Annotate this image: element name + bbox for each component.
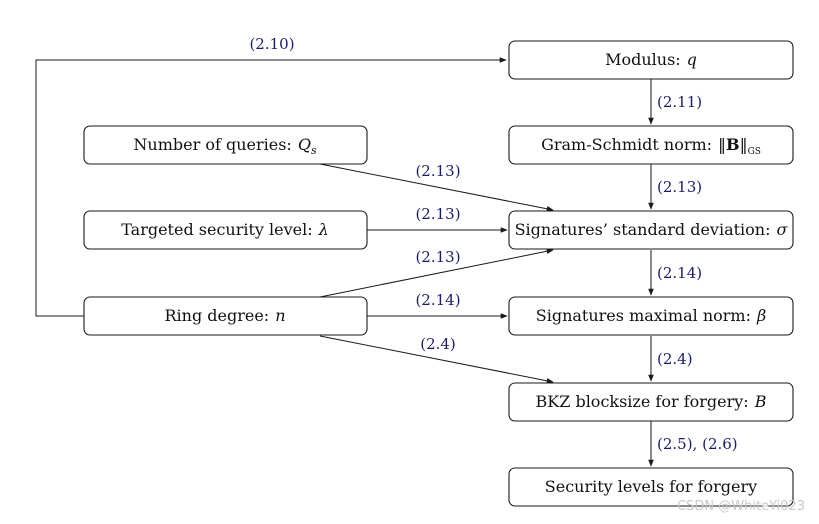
node-signatures-std-label: Signatures’ standard deviation: [515, 220, 771, 239]
node-gram-schmidt-norm-open: ‖ [718, 135, 726, 154]
edges [35, 57, 654, 467]
node-queries-var: Q [298, 135, 311, 154]
node-queries-label: Number of queries: [133, 135, 291, 154]
node-bkz-text: BKZ blocksize for forgery: B [536, 392, 767, 411]
edge-ring-to-modulus [35, 57, 507, 317]
node-queries-sub: s [311, 144, 317, 157]
edge-queries-to-std [319, 163, 554, 212]
node-bkz-label: BKZ blocksize for forgery: [536, 392, 749, 411]
node-targeted-text: Targeted security level: λ [121, 220, 329, 239]
node-targeted-label: Targeted security level: [121, 220, 312, 239]
node-signatures-max-box [508, 296, 794, 336]
node-bkz-var: B [754, 392, 767, 411]
node-modulus-label: Modulus: [605, 50, 681, 69]
node-targeted-box [83, 210, 368, 250]
node-signatures-max-label: Signatures maximal norm: [536, 306, 751, 325]
node-modulus-var: q [687, 50, 697, 69]
edge-label-ring-to-modulus: (2.10) [249, 35, 294, 53]
node-signatures-max-text: Signatures maximal norm: β [536, 306, 766, 325]
edge-labels: (2.10) (2.11) (2.13) (2.13) (2.13) (2.13… [249, 35, 737, 453]
edge-label-modulus-to-gram-schmidt: (2.11) [657, 93, 702, 111]
node-signatures-std: Signatures’ standard deviation: σ [508, 210, 794, 250]
node-modulus: Modulus: q [508, 40, 794, 80]
node-queries: Number of queries: Qs [83, 125, 368, 165]
node-signatures-std-text: Signatures’ standard deviation: σ [515, 220, 789, 239]
edge-label-max-norm-to-bkz: (2.4) [657, 350, 693, 368]
edge-label-ring-to-std: (2.13) [415, 248, 460, 266]
node-security-box [508, 467, 794, 507]
node-gram-schmidt-norm-close: ‖ [740, 135, 748, 154]
node-gram-schmidt: Gram-Schmidt norm:‖B‖GS [508, 125, 794, 165]
node-security-label: Security levels for forgery [545, 477, 757, 496]
edge-label-queries-to-std: (2.13) [415, 162, 460, 180]
edge-ring-to-bkz [319, 335, 554, 384]
node-targeted-var: λ [318, 220, 329, 239]
node-queries-text: Number of queries: Qs [133, 135, 317, 157]
node-ring: Ring degree: n [83, 296, 368, 336]
edge-label-ring-to-max-norm: (2.14) [415, 291, 460, 309]
node-bkz: BKZ blocksize for forgery: B [508, 382, 794, 422]
node-gram-schmidt-box [508, 125, 794, 165]
node-signatures-max: Signatures maximal norm: β [508, 296, 794, 336]
node-signatures-max-var: β [756, 306, 766, 325]
node-gram-schmidt-label: Gram-Schmidt norm: [541, 135, 712, 154]
node-bkz-box [508, 382, 794, 422]
node-signatures-std-box [508, 210, 794, 250]
node-modulus-text: Modulus: q [605, 50, 697, 69]
node-ring-box [83, 296, 368, 336]
edge-label-targeted-to-std: (2.13) [415, 205, 460, 223]
node-gram-schmidt-text: Gram-Schmidt norm:‖B‖GS [541, 135, 761, 157]
node-gram-schmidt-sub: GS [748, 147, 761, 157]
node-queries-box [83, 125, 368, 165]
edge-label-std-to-max-norm: (2.14) [657, 264, 702, 282]
node-targeted: Targeted security level: λ [83, 210, 368, 250]
node-ring-var: n [275, 306, 285, 325]
node-ring-label: Ring degree: [164, 306, 269, 325]
node-security: Security levels for forgery [508, 467, 794, 507]
edge-label-bkz-to-security: (2.5), (2.6) [657, 435, 738, 453]
node-gram-schmidt-var: B [726, 135, 740, 154]
edge-label-ring-to-bkz: (2.4) [420, 335, 456, 353]
node-modulus-box [508, 40, 794, 80]
watermark: CSDN @WhiteYi023 [677, 499, 805, 514]
edge-ring-to-std [319, 248, 554, 298]
node-ring-text: Ring degree: n [164, 306, 285, 325]
node-signatures-std-var: σ [777, 220, 789, 239]
edge-label-gram-schmidt-to-std: (2.13) [657, 178, 702, 196]
